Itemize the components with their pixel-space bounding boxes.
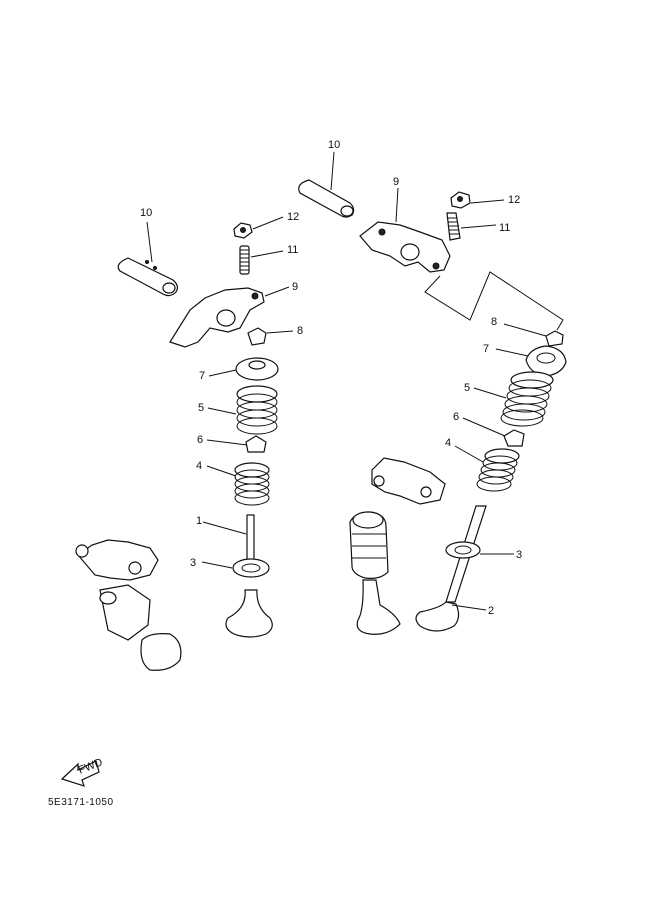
cylinder-head-valve-right	[349, 511, 401, 635]
callout-6-left: 6	[197, 434, 203, 446]
callout-10-right: 10	[328, 139, 340, 151]
callout-7-right: 7	[483, 343, 489, 355]
callout-3-left: 3	[190, 557, 196, 569]
callout-11-left: 11	[287, 244, 298, 256]
cylinder-head-rocker-right	[371, 457, 446, 505]
callout-12-right: 12	[508, 194, 520, 206]
callout-6-right: 6	[453, 411, 459, 423]
outer-spring-left	[207, 385, 278, 435]
valve-cotter-left	[247, 327, 294, 346]
leader-connector	[424, 271, 564, 331]
part-code-label: 5E3171-1050	[48, 797, 114, 808]
callout-11-right: 11	[499, 222, 510, 234]
locknut-right	[450, 191, 505, 209]
callout-1: 1	[196, 515, 202, 527]
adjusting-screw-left	[239, 245, 284, 275]
callout-8-right: 8	[491, 316, 497, 328]
valve-cotter-right	[503, 323, 564, 347]
spring-retainer-right	[495, 345, 567, 377]
spring-retainer-left	[208, 357, 279, 381]
callout-7-left: 7	[199, 370, 205, 382]
callout-9-left: 9	[292, 281, 298, 293]
callout-12-left: 12	[287, 211, 299, 223]
callout-4-right: 4	[445, 437, 451, 449]
cylinder-head-valve-left	[75, 539, 182, 671]
inner-spring-left	[206, 462, 270, 506]
callout-4-left: 4	[196, 460, 202, 472]
callout-3-right: 3	[516, 549, 522, 561]
exhaust-valve-right	[415, 505, 514, 632]
rocker-shaft-right	[298, 151, 355, 218]
callout-9-right: 9	[393, 176, 399, 188]
rocker-arm-left	[169, 286, 290, 348]
adjusting-screw-right	[446, 212, 497, 241]
inner-spring-right	[454, 445, 520, 492]
intake-valve-left	[201, 514, 273, 638]
rocker-shaft-left	[117, 221, 179, 297]
valve-stem-seal-right	[462, 417, 525, 447]
callout-5-right: 5	[464, 382, 470, 394]
rocker-arm-right	[359, 187, 451, 273]
callout-5-left: 5	[198, 402, 204, 414]
callout-10-left: 10	[140, 207, 152, 219]
locknut-left	[233, 216, 284, 239]
fwd-arrow-icon: FWD	[60, 756, 104, 787]
outer-spring-right	[473, 371, 554, 427]
callout-8-left: 8	[297, 325, 303, 337]
valve-stem-seal-left	[206, 435, 267, 453]
callout-2: 2	[488, 605, 494, 617]
